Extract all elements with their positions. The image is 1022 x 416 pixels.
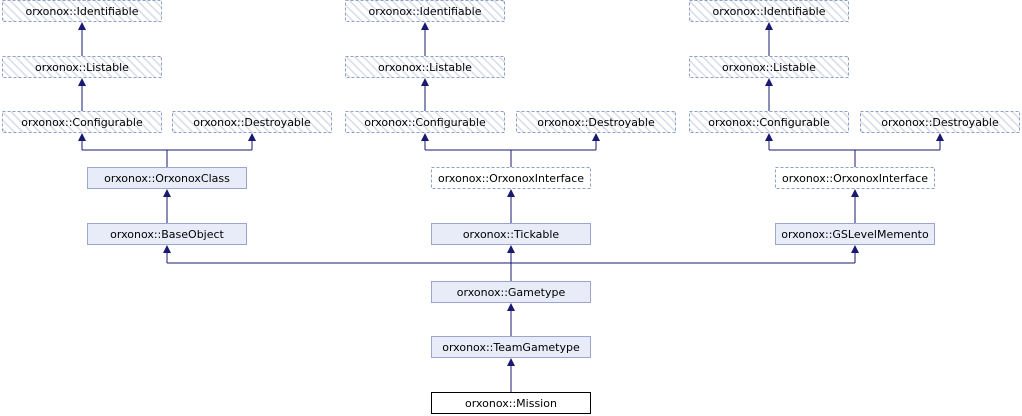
class-node-list1[interactable]: orxonox::Listable [2,56,162,78]
class-node-teamgt[interactable]: orxonox::TeamGametype [431,336,591,358]
class-node-ident2[interactable]: orxonox::Identifiable [345,0,505,22]
class-box [431,392,591,414]
class-node-conf2[interactable]: orxonox::Configurable [345,111,505,133]
class-box [689,56,849,78]
class-node-tickable[interactable]: orxonox::Tickable [431,223,591,245]
class-box [2,111,162,133]
class-box [87,223,247,245]
class-label: orxonox::Gametype [457,286,566,299]
class-node-list2[interactable]: orxonox::Listable [345,56,505,78]
class-node-conf3[interactable]: orxonox::Configurable [689,111,849,133]
class-label: orxonox::Configurable [364,116,486,129]
class-label: orxonox::Listable [722,61,816,74]
class-box [345,111,505,133]
class-node-ident1[interactable]: orxonox::Identifiable [2,0,162,22]
class-label: orxonox::Listable [378,61,472,74]
class-label: orxonox::Identifiable [26,5,139,18]
class-node-dest2[interactable]: orxonox::Destroyable [516,111,676,133]
class-label: orxonox::Configurable [21,116,143,129]
class-node-dest3[interactable]: orxonox::Destroyable [860,111,1020,133]
class-box [431,336,591,358]
class-node-baseobj[interactable]: orxonox::BaseObject [87,223,247,245]
class-label: orxonox::Tickable [463,228,560,241]
class-label: orxonox::Destroyable [881,116,999,129]
class-node-conf1[interactable]: orxonox::Configurable [2,111,162,133]
class-node-list3[interactable]: orxonox::Listable [689,56,849,78]
class-box [2,0,162,22]
class-label: orxonox::BaseObject [110,228,224,241]
class-label: orxonox::GSLevelMemento [781,228,929,241]
class-box [431,167,591,189]
class-box [689,111,849,133]
class-node-orxif2[interactable]: orxonox::OrxonoxInterface [431,167,591,189]
class-label: orxonox::Mission [465,397,557,410]
edge-layer [78,22,944,392]
class-box [689,0,849,22]
class-box [775,167,935,189]
class-label: orxonox::Identifiable [713,5,826,18]
class-box [345,56,505,78]
class-label: orxonox::Identifiable [369,5,482,18]
class-box [87,167,247,189]
class-node-gametype[interactable]: orxonox::Gametype [431,281,591,303]
class-label: orxonox::Listable [35,61,129,74]
class-label: orxonox::Destroyable [537,116,655,129]
class-label: orxonox::Configurable [708,116,830,129]
class-label: orxonox::TeamGametype [442,341,580,354]
class-label: orxonox::OrxonoxInterface [438,172,584,185]
class-node-mission: orxonox::Mission [431,392,591,414]
class-box [172,111,332,133]
class-box [431,223,591,245]
class-box [2,56,162,78]
class-box [860,111,1020,133]
class-label: orxonox::Destroyable [193,116,311,129]
class-box [775,223,935,245]
class-box [431,281,591,303]
class-box [516,111,676,133]
class-node-ident3[interactable]: orxonox::Identifiable [689,0,849,22]
class-label: orxonox::OrxonoxInterface [782,172,928,185]
class-node-dest1[interactable]: orxonox::Destroyable [172,111,332,133]
class-label: orxonox::OrxonoxClass [104,172,230,185]
class-box [345,0,505,22]
class-node-gslevel[interactable]: orxonox::GSLevelMemento [775,223,935,245]
class-node-orxif3[interactable]: orxonox::OrxonoxInterface [775,167,935,189]
class-node-orxclass[interactable]: orxonox::OrxonoxClass [87,167,247,189]
